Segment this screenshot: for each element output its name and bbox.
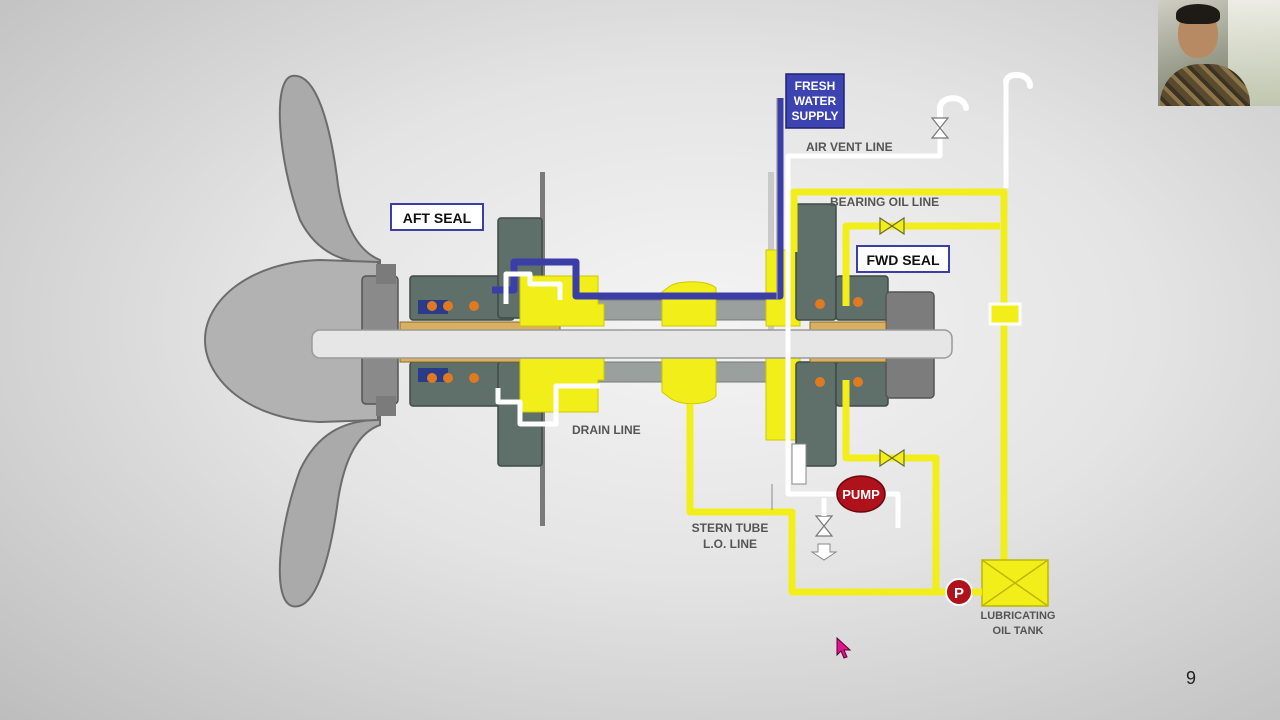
lube-tank-label-1: LUBRICATING [981, 610, 1056, 622]
bearing-oil-line-label: BEARING OIL LINE [830, 195, 939, 209]
fresh-water-supply-line [492, 98, 784, 300]
aft-seal-tag: AFT SEAL [390, 203, 484, 231]
fwd-seal-label: FWD SEAL [866, 252, 940, 268]
fresh-water-label-1: FRESH [795, 79, 836, 93]
air-vent-line [503, 82, 1009, 528]
fwd-seal-tag: FWD SEAL [856, 245, 950, 273]
webcam-video-thumbnail [1158, 0, 1280, 106]
slide-page-number: 9 [1186, 668, 1197, 688]
drain-pipe-stub [791, 443, 807, 485]
pressure-gauge-label: P [954, 585, 964, 602]
fwd-seal-assembly [765, 203, 935, 467]
stern-tube-lo-line [686, 404, 950, 596]
presenter-hair [1176, 4, 1220, 24]
pump-label: PUMP [842, 487, 880, 502]
pressure-gauge: P [945, 578, 973, 606]
fresh-water-label-3: SUPPLY [792, 109, 839, 123]
propeller [203, 74, 381, 608]
stern-tube-label-2: L.O. LINE [703, 537, 757, 551]
pump: PUMP [836, 475, 886, 513]
fresh-water-supply-box: FRESH WATER SUPPLY [785, 73, 845, 129]
oil-filter [988, 302, 1022, 326]
stern-tube-label-1: STERN TUBE [692, 521, 769, 535]
aft-seal-label: AFT SEAL [403, 210, 472, 226]
cursor-arrow-icon [836, 637, 852, 659]
air-vent-line-label: AIR VENT LINE [806, 140, 893, 154]
fresh-water-label-2: WATER [794, 94, 837, 108]
gooseneck-vent-icon [937, 72, 1033, 123]
propeller-shaft [311, 329, 953, 359]
drain-line [495, 383, 600, 427]
valve-icon [810, 117, 950, 561]
drain-line-label: DRAIN LINE [572, 423, 641, 437]
lube-tank-label-2: OIL TANK [993, 625, 1044, 637]
lubricating-oil-tank [972, 559, 1049, 607]
